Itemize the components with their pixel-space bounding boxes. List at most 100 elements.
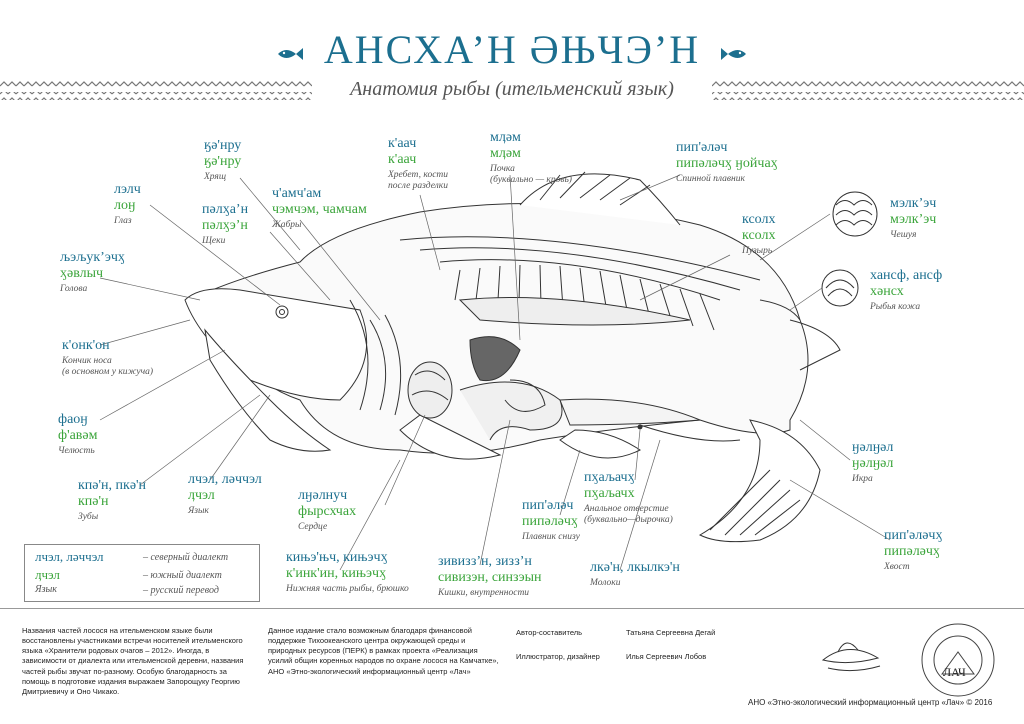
ornament-band-right <box>712 80 1024 100</box>
page-title: АНСХА’Н ӘЊЧЭ’Н <box>0 26 1024 73</box>
label-spinnoy-plavnik: пип'әләч пипәләчӽ ӈойчаӽ Спинной плавник <box>676 140 778 185</box>
scale-detail-circle <box>832 191 878 237</box>
fish-icon <box>721 47 747 60</box>
ru-translation-note: (в основном у кижуча) <box>62 367 154 378</box>
ventral-fin <box>559 429 641 459</box>
footer-copyright: АНО «Этно-экологический информационный ц… <box>748 698 993 707</box>
north-term: фаоӈ <box>58 412 88 427</box>
ru-translation: Кончик носа <box>62 356 112 367</box>
south-term: сивизэн, синзэын <box>438 570 542 586</box>
south-term: ӆчэл <box>188 488 215 504</box>
label-zhabry: ч'амч'ам чэмчэм, чамчам Жабры <box>272 186 367 231</box>
south-term: пипәләчӽ <box>884 544 940 560</box>
ru-translation: Рыбья кожа <box>870 302 921 313</box>
ornament-band-left <box>0 80 312 100</box>
north-term: пип'әләч <box>522 498 574 513</box>
north-term: лчэл, ләччэл <box>188 472 262 487</box>
title-text: АНСХА’Н ӘЊЧЭ’Н <box>323 27 701 72</box>
ru-translation: Жабры <box>272 220 302 231</box>
ru-translation: Глаз <box>114 216 132 227</box>
ru-translation: Молоки <box>590 578 621 589</box>
ru-translation-note: после разделки <box>388 181 449 192</box>
south-term: ӽәвлыч <box>60 266 104 282</box>
label-nizhnyaya-chast: кињэ'њч, кињэчӽ к'инк'ин, кињэчӽ Нижняя … <box>286 550 409 595</box>
ru-translation: Хребет, кости <box>388 170 449 181</box>
label-khvost: пип'әләчӽ пипәләчӽ Хвост <box>884 528 942 573</box>
footer-illustrator-name: Илья Сергеевич Лобов <box>626 652 707 661</box>
south-term: кпә'н <box>78 494 109 510</box>
north-term: хансф, ансф <box>870 268 943 283</box>
label-khryasch: ӄә'нру ӄә'нру Хрящ <box>204 138 241 183</box>
skin-detail-circle <box>821 269 859 307</box>
footer-funding-text: Данное издание стало возможным благодаря… <box>268 626 499 676</box>
south-term: лоӈ <box>114 198 136 214</box>
heart <box>407 361 453 419</box>
north-term: пип'әләч <box>676 140 728 155</box>
ru-translation: Голова <box>60 284 88 295</box>
north-term: кињэ'њч, кињэчӽ <box>286 550 388 565</box>
label-pochka: мӆәм мӆәм Почка (буквально — кровь) <box>490 130 572 186</box>
lach-seal-logo <box>921 623 995 697</box>
north-term: мэлк’эч <box>890 196 937 211</box>
tail-fin <box>698 419 821 543</box>
north-term: пәлӽа’н <box>202 202 249 217</box>
footer-divider <box>0 608 1024 609</box>
label-kozha: хансф, ансф хәнсх Рыбья кожа <box>870 268 942 313</box>
page-subtitle: Анатомия рыбы (ительменский язык) <box>350 78 674 100</box>
south-term: к'инк'ин, кињэчӽ <box>286 566 387 582</box>
north-term: ӄә'нру <box>204 138 242 153</box>
label-scheki: пәлӽа’н пәлӽэ’н Щеки <box>202 202 248 247</box>
label-moloki: лкә'н, лкылкэ'н Молоки <box>590 560 680 589</box>
south-term: чэмчэм, чамчам <box>272 202 367 218</box>
south-term: к'аач <box>388 152 417 168</box>
fish-icon <box>277 47 303 60</box>
north-term: лэлч <box>114 182 141 197</box>
label-serdtse: лӈәлнуч фырсхчах Сердце <box>298 488 356 533</box>
north-term: ч'амч'ам <box>272 186 322 201</box>
north-term: к'аач <box>388 136 417 151</box>
label-konchik-nosa: к'онк'он Кончик носа (в основном у кижуч… <box>62 338 153 378</box>
label-cheshuya: мэлк’эч мэлк’эч Чешуя <box>890 196 936 241</box>
fish-lower-jaw <box>204 328 332 452</box>
footer-author-role: Автор-составитель <box>516 628 583 637</box>
label-zuby: кпә'н, пкә'н кпә'н Зубы <box>78 478 146 523</box>
south-term: пипәләчӽ ӈойчаӽ <box>676 156 778 172</box>
ru-translation: Язык <box>188 506 209 517</box>
south-term: ӈәлӈәл <box>852 456 894 472</box>
fish-logo-icon <box>821 642 881 672</box>
south-term: ӄә'нру <box>204 154 242 170</box>
ru-translation: Зубы <box>78 512 99 523</box>
north-term: к'онк'он <box>62 338 110 353</box>
ru-translation: Икра <box>852 474 873 485</box>
dialect-legend: лчэл, ләччэл – северный диалект ӆчэл – ю… <box>24 544 260 602</box>
north-term: зивизз’н, зизз’н <box>438 554 532 569</box>
label-glaz: лэлч лоӈ Глаз <box>114 182 141 227</box>
pectoral-fin <box>399 414 502 460</box>
legend-south-sample: ӆчэл <box>35 567 60 582</box>
north-term: лкә'н, лкылкэ'н <box>590 560 680 575</box>
ru-translation: Чешуя <box>890 230 917 241</box>
ru-translation: Сердце <box>298 522 328 533</box>
ru-translation: Хрящ <box>204 172 227 183</box>
label-analnoe-otverstie: пӽаљачӽ пӽаљачх Анальное отверстие (букв… <box>584 470 673 526</box>
fish-eye <box>275 305 289 319</box>
legend-north-note: – северный диалект <box>143 552 229 563</box>
ru-translation: Челюсть <box>58 446 95 457</box>
south-term: пәлӽэ’н <box>202 218 248 234</box>
ru-translation: Анальное отверстие <box>584 504 669 515</box>
ru-translation: Щеки <box>202 236 226 247</box>
ru-translation: Почка <box>490 164 515 175</box>
legend-ru-sample: Язык <box>35 584 57 595</box>
legend-north-sample: лчэл, ләччэл <box>35 549 104 564</box>
south-term: пӽаљачх <box>584 486 635 502</box>
ru-translation: Нижняя часть рыбы, брюшко <box>286 584 409 595</box>
south-term: ксолх <box>742 228 776 244</box>
lach-logo-text: ЛАЧ <box>943 665 966 679</box>
label-plavnik-snizu: пип'әләч пипәләчӽ Плавник снизу <box>522 498 580 543</box>
ru-translation: Плавник снизу <box>522 532 580 543</box>
north-term: ксолх <box>742 212 776 227</box>
milt <box>559 398 701 426</box>
intestines <box>459 381 563 441</box>
label-golova: љэљук’эчӽ ӽәвлыч Голова <box>60 250 125 295</box>
footer-illustrator-role: Иллюстратор, дизайнер <box>516 652 600 661</box>
